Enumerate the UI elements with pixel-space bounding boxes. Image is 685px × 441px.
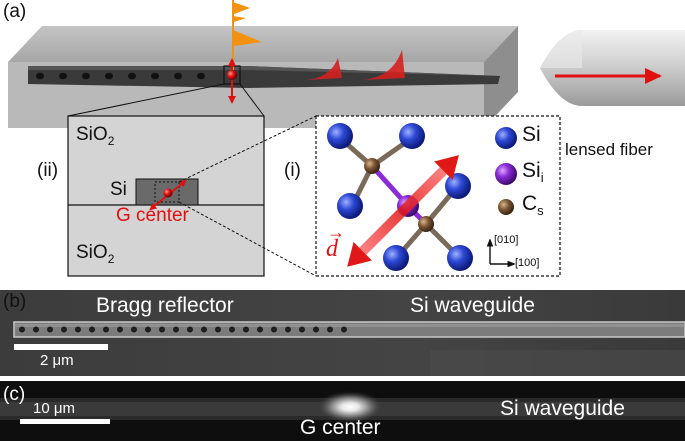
cross-section [67,115,265,277]
si-waveguide-label-c: Si waveguide [500,397,625,420]
sem-bragg-holes [19,326,347,333]
sem-image [0,290,685,376]
legend-si-label: Si [522,123,541,146]
legend-cs-icon [498,199,514,215]
bragg-holes [36,72,205,80]
axis-x-label: [100] [515,257,540,269]
fiber-arrow-head [645,68,662,84]
panel-label-c: (c) [3,384,26,405]
panel-label-a: (a) [3,1,27,22]
si-atom [447,245,473,271]
scale-bar-b-label: 2 μm [40,352,74,369]
g-center-label: G center [116,205,189,226]
zoom-line-left [67,83,225,117]
axis-y-label: [010] [494,234,519,246]
core-g-center-dot [163,188,173,198]
legend-sii-icon [495,163,517,185]
panel-label-i: (i) [284,160,301,181]
device-schematic [8,0,518,128]
g-center-label-c: G center [300,416,381,439]
si-atom [383,245,409,271]
legend-sii-label: Sii [522,159,544,186]
g-center-dot [227,70,237,80]
scale-bar-c [20,419,110,424]
bragg-reflector-label: Bragg reflector [96,294,234,317]
zoom-dash-top [178,115,317,183]
dipole-arrow [347,155,459,267]
legend-cs-label: Cs [522,192,544,219]
scale-bar-b [14,344,108,350]
si-waveguide-label-b: Si waveguide [410,294,535,317]
legend-si-icon [495,127,517,149]
oxide-slab-top [8,26,518,62]
oxide-slab-side [484,26,518,128]
guided-pulse-1 [306,58,342,80]
carbon-atom [364,158,380,174]
dipole-vector-label: →d [326,222,345,262]
carbon-atom [418,216,434,232]
guided-pulse-2 [362,50,405,80]
si-atom [445,173,471,199]
panel-label-ii: (ii) [37,160,59,181]
zoom-line-right [239,83,265,117]
lensed-fiber [540,30,685,106]
pl-image [0,381,685,441]
top-oxide-label: SiO2 [76,124,115,148]
bottom-oxide-label: SiO2 [76,242,115,266]
crystal-structure [315,115,561,277]
si-atom [337,193,363,219]
g-center-emission-spot [316,391,384,423]
fiber-label: lensed fiber [565,140,653,159]
scale-bar-c-label: 10 μm [33,400,75,417]
core-label: Si [110,179,127,200]
zoom-dash-bottom [178,201,317,277]
waveguide-top-face [28,66,500,76]
si-atom [327,123,353,149]
panel-label-b: (b) [3,291,27,312]
si-atom [399,123,425,149]
